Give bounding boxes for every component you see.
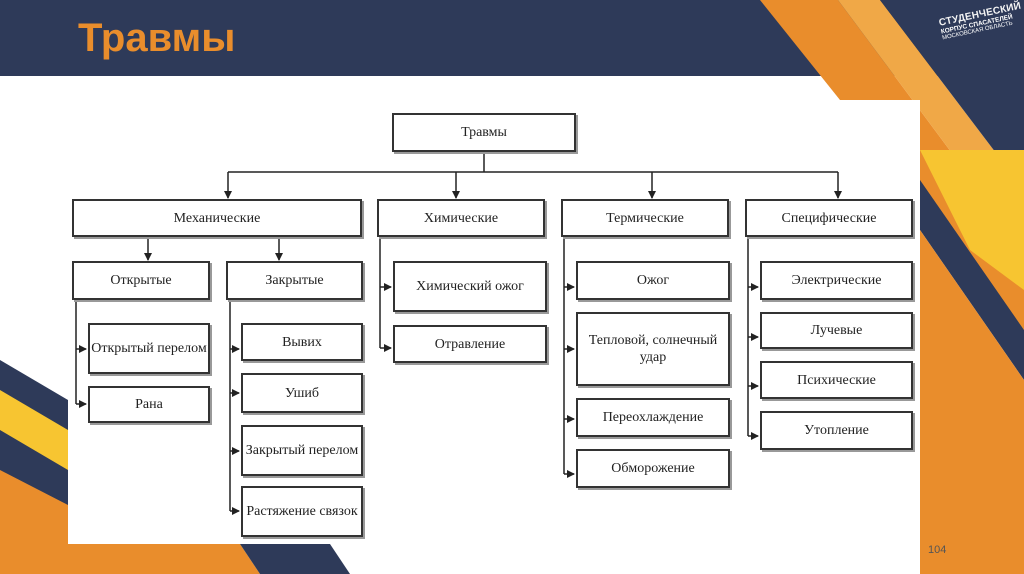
slide-title: Травмы: [78, 16, 236, 60]
item-electrical: Электрические: [760, 261, 913, 300]
item-frostbite: Обморожение: [576, 449, 730, 488]
item-chemical-burn: Химический ожог: [393, 261, 547, 312]
yellow-stripe-left: [0, 390, 68, 470]
item-dislocation: Вывих: [241, 323, 363, 361]
item-poisoning: Отравление: [393, 325, 547, 363]
item-bruise: Ушиб: [241, 373, 363, 413]
navy-corner: [880, 0, 1024, 190]
item-wound: Рана: [88, 386, 210, 423]
orange-left: [0, 470, 68, 574]
item-sprain: Растяжение связок: [241, 486, 363, 537]
item-burn: Ожог: [576, 261, 730, 300]
item-open-fracture: Открытый перелом: [88, 323, 210, 374]
subgroup-closed: Закрытые: [226, 261, 363, 300]
item-heat-stroke: Тепловой, солнечный удар: [576, 312, 730, 386]
item-radiation: Лучевые: [760, 312, 913, 349]
item-psychological: Психические: [760, 361, 913, 399]
category-chemical: Химические: [377, 199, 545, 237]
orange-bottom: [68, 544, 260, 574]
category-thermal: Термические: [561, 199, 729, 237]
category-specific: Специфические: [745, 199, 913, 237]
navy-bottom: [240, 544, 350, 574]
root-node: Травмы: [392, 113, 576, 152]
yellow-stripe-right: [920, 150, 1024, 290]
page-number: 104: [928, 544, 947, 556]
item-hypothermia: Переохлаждение: [576, 398, 730, 437]
category-mechanical: Механические: [72, 199, 362, 237]
item-drowning: Утопление: [760, 411, 913, 450]
subgroup-open: Открытые: [72, 261, 210, 300]
orange-block-right: [920, 230, 1024, 574]
item-closed-fracture: Закрытый перелом: [241, 425, 363, 476]
navy-stripe-right: [920, 180, 1024, 380]
